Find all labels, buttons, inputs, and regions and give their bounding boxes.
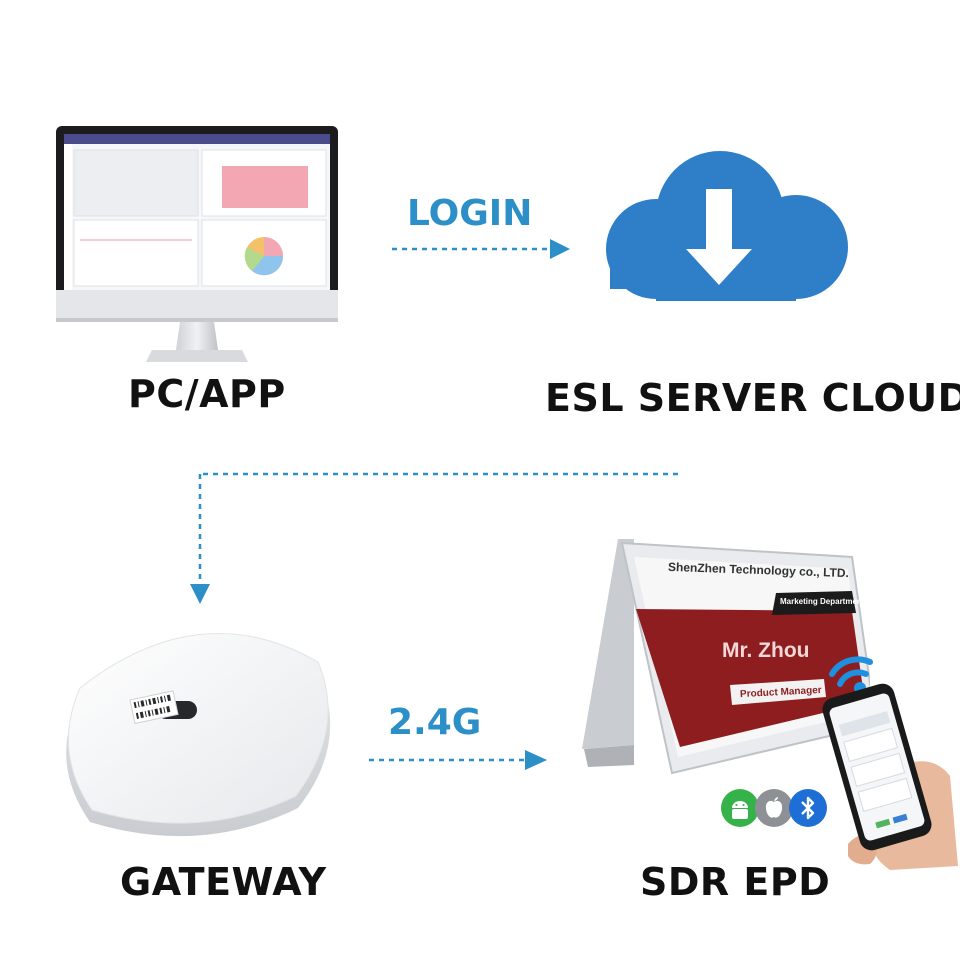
login-arrow bbox=[392, 239, 570, 259]
esl-server-cloud-label: ESL SERVER CLOUD bbox=[545, 376, 960, 420]
epd-name-text: Mr. Zhou bbox=[722, 639, 810, 662]
android-icon bbox=[721, 789, 759, 827]
radio-flow-label: 2.4G bbox=[388, 702, 482, 743]
pc-monitor-illustration bbox=[56, 126, 338, 362]
smartphone-illustration bbox=[822, 683, 958, 870]
cloud-to-gateway-connector bbox=[190, 472, 678, 604]
epd-device: ShenZhen Technology co., LTD. Marketing … bbox=[580, 535, 870, 780]
bluetooth-icon bbox=[789, 789, 827, 827]
platform-icons bbox=[720, 788, 830, 830]
epd-department-text: Marketing Department bbox=[780, 597, 865, 606]
apple-icon bbox=[755, 789, 793, 827]
pc-app-label: PC/APP bbox=[128, 372, 286, 416]
gateway-device-illustration bbox=[66, 632, 331, 837]
cloud-download-icon bbox=[606, 151, 848, 301]
epd-frame-illustration bbox=[582, 539, 870, 775]
sdr-epd-label: SDR EPD bbox=[640, 860, 831, 904]
radio-arrow bbox=[369, 750, 547, 770]
login-flow-label: LOGIN bbox=[407, 193, 533, 234]
gateway-label: GATEWAY bbox=[120, 860, 327, 904]
